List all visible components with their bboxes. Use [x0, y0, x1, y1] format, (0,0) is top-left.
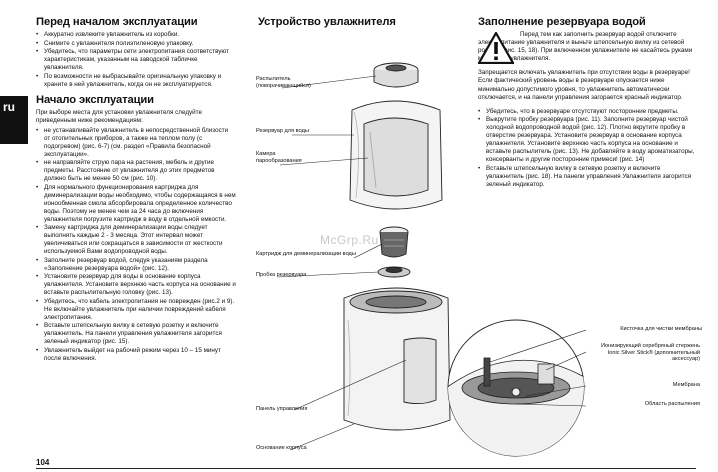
filling-list: Убедитесь, что в резервуаре отсутствуют … [478, 108, 700, 189]
language-tab: ru [0, 96, 28, 144]
list-item: не устанавливайте увлажнитель в непосред… [36, 127, 236, 159]
before-use-heading: Перед началом эксплуатации [36, 16, 198, 28]
list-item: Замену картриджа для деминерализации вод… [36, 224, 236, 256]
list-item: Установите резервуар для воды в основани… [36, 273, 236, 297]
list-item: Для нормального функционирования картрид… [36, 184, 236, 224]
watermark: McGrp.Ru [320, 233, 379, 247]
label-brush: Кисточка для чистки мембраны [620, 326, 702, 332]
label-cartridge: Картридж для деминерализации воды [256, 251, 356, 257]
list-item: Снимите с увлажнителя полиэтиленовую упа… [36, 40, 236, 48]
list-item: Выкрутите пробку резервуара (рис. 11). З… [478, 116, 700, 164]
label-panel: Панель управления [256, 406, 308, 412]
list-item: По возможности не выбрасывайте оригиналь… [36, 73, 236, 89]
label-base: Основание корпуса [256, 445, 307, 451]
membrane-zoom-drawing [447, 319, 586, 457]
label-ionic-stick: Ионизирующий серебряный стержень Ionic S… [601, 343, 700, 363]
list-item: Убедитесь, что в резервуаре отсутствуют … [478, 108, 700, 116]
label-spray-area: Область распыления [644, 401, 700, 407]
label-nozzle: Распылитель (поворачивающийся) [256, 76, 311, 89]
before-use-list: Аккуратно извлеките увлажнитель из короб… [36, 31, 236, 89]
warning-block: Перед тем как заполнить резервуар водой … [478, 31, 700, 64]
list-item: Убедитесь, что параметры сети электропит… [36, 48, 236, 72]
warning-text: Перед тем как заполнить резервуар водой … [478, 31, 693, 63]
start-use-heading: Начало эксплуатации [36, 93, 154, 106]
page-number: 104 [36, 458, 50, 467]
language-code: ru [3, 100, 15, 114]
filling-note: Запрещается включать увлажнитель при отс… [478, 69, 690, 101]
column-right: Заполнение резервуара водой Перед тем ка… [478, 16, 700, 194]
list-item: Заполните резервуар водой, следуя указан… [36, 257, 236, 273]
label-chamber: Камера парообразования [256, 151, 302, 164]
label-tank: Резервуар для воды [256, 128, 309, 134]
column-left: Перед началом эксплуатации Аккуратно изв… [36, 16, 236, 368]
list-item: Вставьте штепсельную вилку в сетевую роз… [478, 165, 700, 189]
list-item: Аккуратно извлеките увлажнитель из короб… [36, 31, 236, 39]
list-item: Увлажнитель выйдет на рабочий режим чере… [36, 347, 236, 363]
humidifier-drawing [277, 62, 545, 451]
filling-heading: Заполнение резервуара водой [478, 16, 646, 28]
label-membrane: Мембрана [672, 382, 700, 388]
list-item: Убедитесь, что кабель электропитания не … [36, 298, 236, 322]
warning-triangle-icon [478, 32, 514, 64]
list-item: не направляйте струю пара на растения, м… [36, 159, 236, 183]
footer-rule [36, 468, 696, 469]
label-plug: Пробка резервуара [256, 272, 307, 278]
start-use-list: не устанавливайте увлажнитель в непосред… [36, 127, 236, 363]
start-use-intro: При выборе места для установки увлажните… [36, 108, 202, 124]
device-heading: Устройство увлажнителя [258, 16, 396, 28]
device-diagram: Распылитель (поворачивающийся) Резервуар… [244, 40, 545, 460]
list-item: Вставьте штепсельную вилку в сетевую роз… [36, 322, 236, 346]
